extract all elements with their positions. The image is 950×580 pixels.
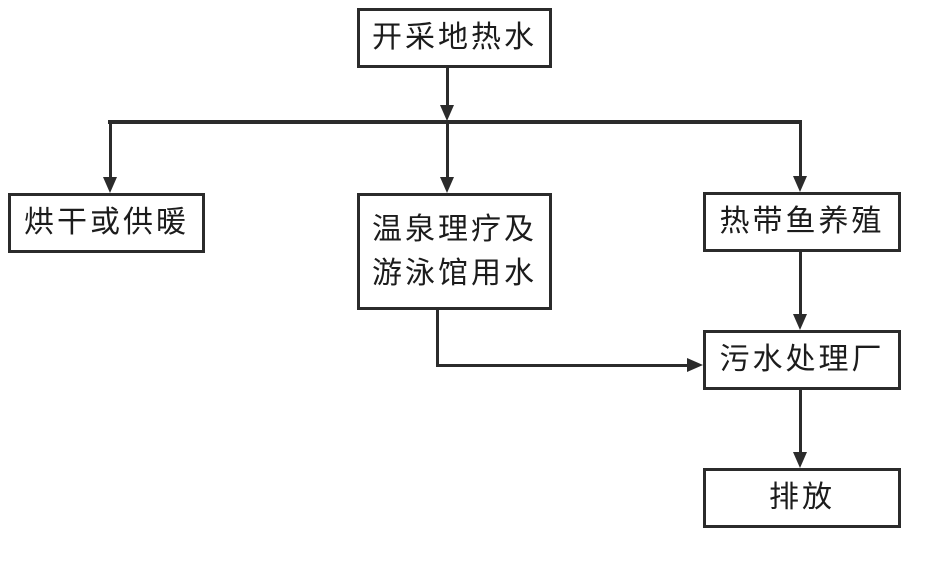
edge-branch-drying-segment xyxy=(109,124,112,177)
edge-branch-spa-segment xyxy=(446,124,449,177)
arrowhead-down-icon xyxy=(793,176,807,192)
arrowhead-down-icon xyxy=(793,452,807,468)
edge-fish-sewage-segment xyxy=(799,250,802,314)
node-extract-geothermal-water: 开采地热水 xyxy=(357,8,552,68)
arrowhead-down-icon xyxy=(440,105,454,121)
arrowhead-right-icon xyxy=(687,358,703,372)
node-hot-spring-therapy-swimming-pool-water: 温泉理疗及 游泳馆用水 xyxy=(357,193,552,310)
node-label: 烘干或供暖 xyxy=(24,206,189,240)
edge-branch-fish-segment xyxy=(799,124,802,176)
edge-spa-sewage-vertical-segment xyxy=(436,308,439,367)
node-sewage-treatment-plant: 污水处理厂 xyxy=(703,330,901,390)
node-discharge: 排放 xyxy=(703,468,901,528)
arrowhead-down-icon xyxy=(793,314,807,330)
node-label: 排放 xyxy=(769,481,835,515)
arrowhead-down-icon xyxy=(103,177,117,193)
edge-sewage-discharge-segment xyxy=(799,388,802,452)
arrowhead-down-icon xyxy=(440,177,454,193)
node-label: 热带鱼养殖 xyxy=(719,205,885,239)
node-label: 开采地热水 xyxy=(372,21,537,55)
edge-source-branch-segment xyxy=(446,66,449,105)
node-label-line-2: 游泳馆用水 xyxy=(372,256,537,290)
edge-branch-horizontal-segment xyxy=(108,120,802,124)
edge-spa-sewage-horizontal-segment xyxy=(436,364,687,367)
node-label: 污水处理厂 xyxy=(719,343,885,377)
node-tropical-fish-farming: 热带鱼养殖 xyxy=(703,192,901,252)
node-drying-or-heating: 烘干或供暖 xyxy=(8,193,205,253)
node-label-line-1: 温泉理疗及 xyxy=(372,213,537,246)
